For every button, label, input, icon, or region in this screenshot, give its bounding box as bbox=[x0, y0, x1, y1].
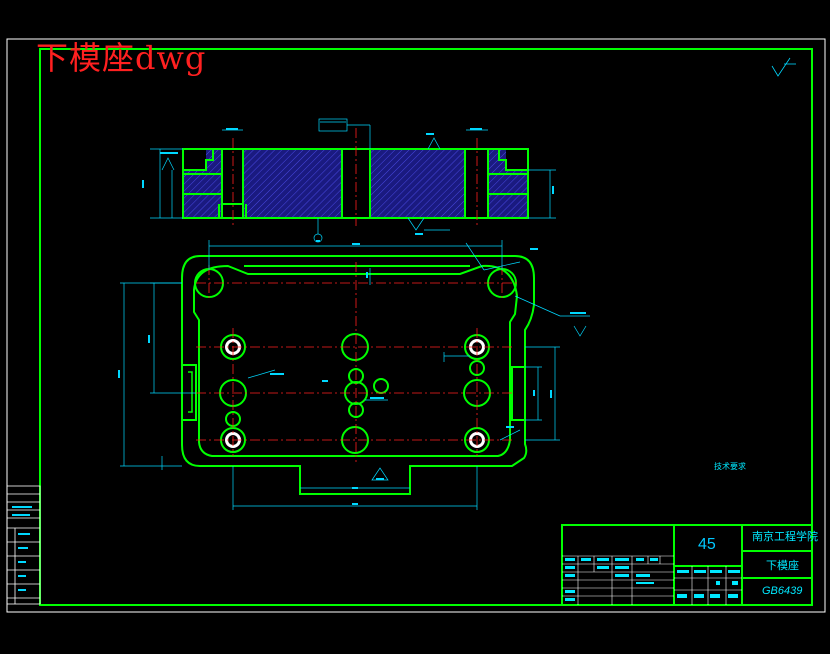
drawing-frame bbox=[39, 48, 813, 606]
left-margin-marks bbox=[12, 506, 32, 591]
title-block-marks bbox=[565, 558, 740, 601]
part-name: 下模座 bbox=[766, 560, 799, 572]
school-name: 南京工程学院 bbox=[752, 531, 818, 543]
material-label: 45 bbox=[698, 536, 716, 553]
sheet-border bbox=[6, 38, 826, 613]
dimension-labels bbox=[118, 128, 586, 505]
standard-code: GB6439 bbox=[762, 585, 803, 597]
tech-requirements-title: 技术要求 bbox=[714, 462, 746, 471]
drawing-file-title: 下模座dwg bbox=[36, 39, 207, 77]
left-margin-table bbox=[6, 485, 41, 605]
title-block-grid bbox=[562, 555, 742, 605]
title-block bbox=[561, 524, 813, 606]
plan-view bbox=[118, 128, 590, 510]
bushing-holes bbox=[220, 334, 490, 453]
roughness-mark bbox=[771, 57, 796, 77]
section-view bbox=[150, 118, 556, 243]
